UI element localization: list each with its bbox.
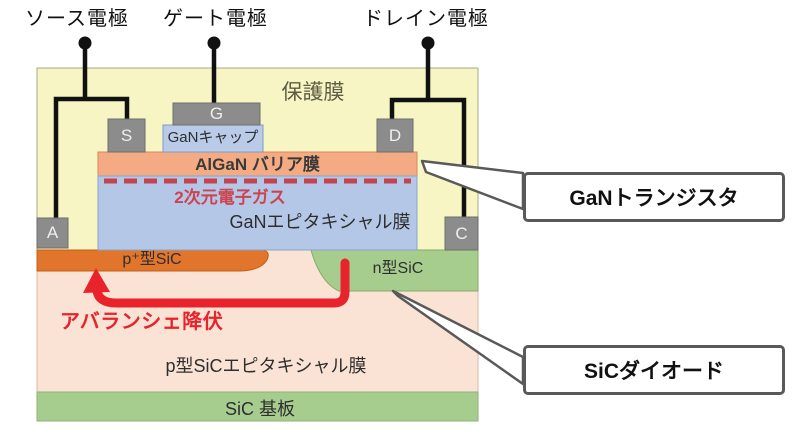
avalanche-breakdown-label: アバランシェ降伏 bbox=[60, 311, 224, 333]
source-terminal-letter: S bbox=[120, 125, 133, 145]
n-sic-label: n型SiC bbox=[372, 260, 424, 277]
n-sic-region bbox=[310, 249, 479, 292]
sic-diode-callout: SiCダイオード bbox=[523, 345, 785, 395]
p-plus-sic-label: p⁺型SiC bbox=[122, 251, 182, 268]
gate-wire-dot bbox=[207, 36, 221, 50]
source-electrode-block bbox=[107, 118, 146, 153]
gan-transistor-callout: GaNトランジスタ bbox=[523, 172, 785, 222]
sic-substrate-label: SiC 基板 bbox=[224, 399, 295, 419]
cathode-terminal-letter: C bbox=[455, 223, 468, 243]
avalanche-arrowhead bbox=[83, 268, 110, 293]
gan-transistor-callout-text: GaNトランジスタ bbox=[569, 187, 739, 210]
p-sic-epitaxial-label: p型SiCエピタキシャル膜 bbox=[165, 356, 367, 376]
gan-epitaxial-label: GaNエピタキシャル膜 bbox=[229, 212, 411, 232]
avalanche-arrow bbox=[92, 258, 350, 308]
gan-cap-layer bbox=[162, 124, 264, 153]
source-wire-dot bbox=[78, 36, 92, 50]
anode-electrode-block bbox=[36, 217, 69, 249]
anode-terminal-letter: A bbox=[46, 223, 59, 242]
drain-terminal-letter: D bbox=[388, 125, 402, 145]
sic-substrate-layer bbox=[36, 391, 479, 422]
algan-barrier-label: AlGaN バリア膜 bbox=[195, 155, 320, 174]
drain-wire-dot bbox=[421, 36, 435, 50]
drain-electrode-block bbox=[376, 118, 414, 153]
protective-film-label: 保護膜 bbox=[281, 81, 345, 104]
gate-terminal-letter: G bbox=[209, 104, 224, 123]
two-deg-label: 2次元電子ガス bbox=[174, 188, 286, 207]
gate-electrode-block bbox=[172, 102, 261, 126]
gate-electrode-label: ゲート電極 bbox=[163, 8, 268, 30]
cathode-electrode-block bbox=[444, 216, 479, 251]
sic-diode-callout-text: SiCダイオード bbox=[583, 360, 724, 383]
electrode-wires bbox=[53, 40, 467, 221]
gan-epitaxial-layer bbox=[97, 175, 418, 251]
gan-cap-label: GaNキャップ bbox=[167, 129, 259, 146]
p-plus-sic-region bbox=[36, 249, 269, 272]
source-electrode-label: ソース電極 bbox=[25, 8, 129, 30]
drain-electrode-label: ドレイン電極 bbox=[363, 8, 489, 30]
